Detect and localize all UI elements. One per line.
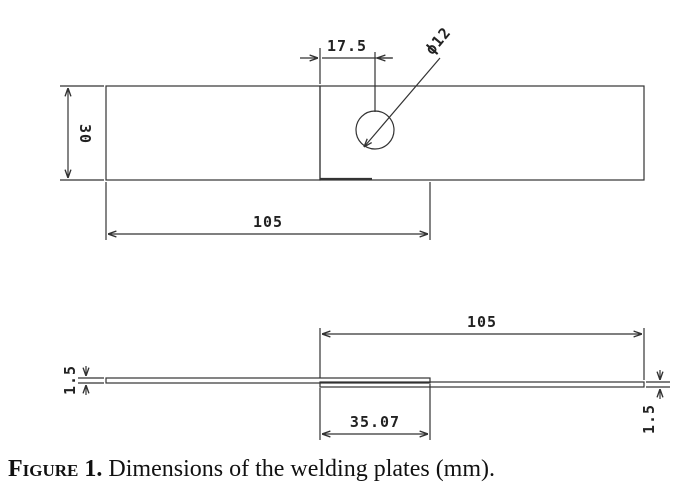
- welding-plates-drawing: 30 105 17.5 ϕ12 105 35.07 1.5 1.5: [60, 23, 670, 440]
- figure-label: Figure 1.: [8, 456, 103, 482]
- left-plate-side: [105, 377, 431, 384]
- label-length: 105: [253, 213, 283, 231]
- hole-leader: [364, 57, 441, 147]
- dim-overlap: [319, 384, 431, 440]
- right-plate-side: [319, 381, 645, 388]
- figure-caption-text: Dimensions of the welding plates (mm).: [102, 456, 496, 482]
- dim-length: [105, 182, 431, 240]
- side-view: [78, 328, 670, 440]
- label-side-length: 105: [467, 313, 497, 331]
- top-view: [60, 48, 645, 240]
- dim-side-length: [319, 328, 645, 380]
- label-thickness-right: 1.5: [640, 404, 658, 434]
- dim-thickness-left: [78, 366, 104, 395]
- hole: [355, 110, 395, 150]
- figure-caption: Figure 1. Dimensions of the welding plat…: [8, 456, 495, 483]
- label-overlap: 35.07: [350, 413, 400, 431]
- label-offset: 17.5: [327, 37, 367, 55]
- right-plate: [319, 85, 645, 181]
- dim-width: [60, 85, 104, 181]
- label-thickness-left: 1.5: [61, 365, 79, 395]
- dim-offset: [300, 48, 393, 112]
- dim-thickness-right: [646, 370, 670, 399]
- label-width: 30: [76, 124, 94, 144]
- label-hole-diameter: ϕ12: [422, 23, 455, 58]
- left-plate: [105, 85, 321, 181]
